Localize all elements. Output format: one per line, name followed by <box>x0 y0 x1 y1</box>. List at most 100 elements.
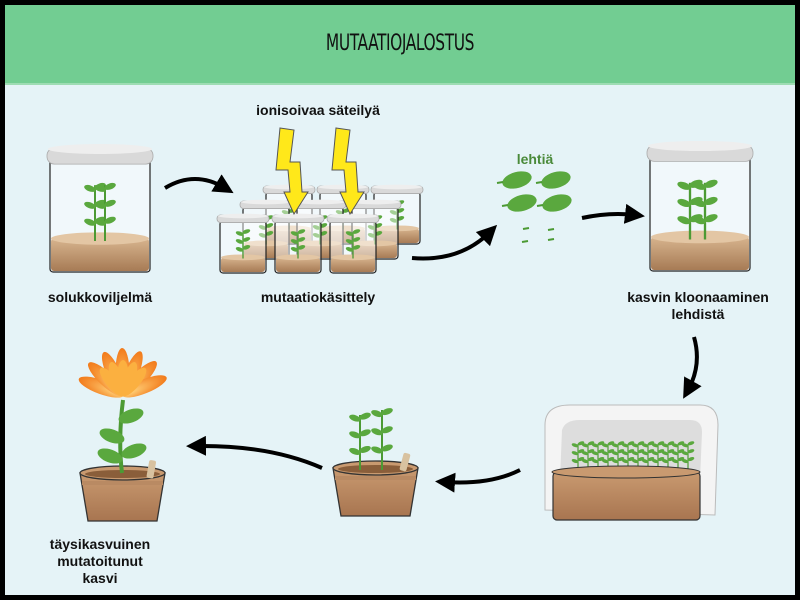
leaf-icon <box>671 459 679 464</box>
leaf-icon <box>371 446 383 454</box>
leaf-icon <box>692 198 706 208</box>
leaf-icon <box>312 225 321 230</box>
leaf-icon <box>591 459 599 464</box>
leaf-icon <box>601 451 609 456</box>
leaf-icon <box>389 210 398 215</box>
leaf-icon <box>631 443 639 448</box>
label-mature-line1: täysikasvuinen <box>49 536 151 552</box>
leaf-icon <box>611 459 619 464</box>
leaf-icon <box>290 247 299 252</box>
leaf-icon <box>235 231 244 236</box>
leaf-icon <box>641 459 649 464</box>
arrow-greenhouse-to-pot <box>435 468 521 493</box>
leaf-icon <box>297 229 306 234</box>
lightning-icon <box>275 127 309 216</box>
leaf-icon <box>687 457 695 462</box>
leaf-icon <box>631 451 639 456</box>
leaf-icon <box>581 443 589 448</box>
leaf-piece-icon <box>547 228 555 231</box>
leaf-icon <box>281 210 290 215</box>
leaf-icon <box>641 443 649 448</box>
leaf-icon <box>345 247 354 252</box>
plant-label-stick <box>399 452 411 472</box>
header-banner: MUTAATIOJALOSTUS <box>5 5 795 85</box>
leaf-icon <box>349 447 361 455</box>
label-leaves: lehtiä <box>516 151 554 167</box>
label-cloning-line1: kasvin kloonaaminen <box>627 289 769 305</box>
leaf-icon <box>611 451 619 456</box>
leaf-icon <box>681 459 689 464</box>
leaf-icon <box>265 223 274 228</box>
diagram-frame: MUTAATIOJALOSTUS solukkovilje <box>5 5 795 595</box>
leaf-icon <box>99 428 125 444</box>
leaf-icon <box>242 237 251 242</box>
label-cloning: kasvin kloonaaminen lehdistä <box>610 289 786 323</box>
leaf-icon <box>118 408 144 424</box>
leaf-icon <box>571 459 579 464</box>
leaf-icon <box>389 218 398 223</box>
leaf-icon <box>367 225 376 230</box>
leaf-icon <box>84 218 96 226</box>
page-title: MUTAATIOJALOSTUS <box>325 31 475 56</box>
illustration <box>46 127 754 522</box>
leaf-icon <box>571 443 579 448</box>
leaf-icon <box>359 429 371 437</box>
arrow-pot-to-mature <box>186 435 323 470</box>
leaf-icon <box>651 459 659 464</box>
leaf-icon <box>591 443 599 448</box>
leaf-icon <box>104 216 116 224</box>
leaf-icon <box>242 229 251 234</box>
arrow-culture-to-treatment <box>163 174 234 194</box>
leaf-icon <box>621 459 629 464</box>
clone-jar <box>646 140 754 272</box>
label-mature-plant: täysikasvuinen mutatoitunut kasvi <box>25 536 175 587</box>
leaf-icon <box>345 231 354 236</box>
leaf-icon <box>687 441 695 446</box>
leaf-piece-icon <box>522 227 530 230</box>
leaf-icon <box>367 233 376 238</box>
leaf-icon <box>335 210 344 215</box>
leaf-icon <box>631 459 639 464</box>
leaf-icon <box>677 198 691 208</box>
lightning-icon <box>331 127 365 216</box>
label-radiation: ionisoivaa säteilyä <box>256 102 380 118</box>
greenhouse-cover <box>544 404 719 521</box>
leaves-group <box>496 171 572 243</box>
leaf-icon <box>258 225 267 230</box>
leaf-icon <box>651 443 659 448</box>
treatment-jar <box>326 213 380 274</box>
label-cloning-line2: lehdistä <box>671 306 725 322</box>
label-mutation-treatment: mutaatiokäsittely <box>260 289 376 305</box>
leaf-icon <box>692 181 706 190</box>
arrow-clone-to-greenhouse <box>683 336 702 399</box>
leaf-icon <box>265 231 274 236</box>
label-mature-line2: mutatoitunut <box>57 553 143 569</box>
plant-label-stick <box>146 460 156 479</box>
leaf-icon <box>507 194 537 212</box>
leaf-icon <box>84 184 96 192</box>
seedling-icon <box>661 441 675 470</box>
label-mature-line3: kasvi <box>82 570 118 586</box>
leaf-icon <box>312 233 321 238</box>
leaf-icon <box>349 431 361 439</box>
seedling-icon <box>349 412 371 470</box>
leaf-icon <box>371 428 383 436</box>
leaf-icon <box>104 199 116 207</box>
leaf-icon <box>94 201 106 209</box>
leaf-icon <box>671 451 679 456</box>
leaf-icon <box>381 426 393 434</box>
tray-pot <box>552 471 701 521</box>
leaf-icon <box>661 443 669 448</box>
leaf-icon <box>681 443 689 448</box>
leaf-icon <box>242 245 251 250</box>
leaf-icon <box>704 179 718 188</box>
leaf-icon <box>601 459 609 464</box>
leaf-icon <box>541 171 571 189</box>
seedling-icon <box>345 229 361 259</box>
leaf-icon <box>621 443 629 448</box>
leaf-icon <box>94 184 106 192</box>
seedling-icon <box>581 441 595 470</box>
leaf-icon <box>571 451 579 456</box>
leaf-icon <box>677 216 691 225</box>
leaf-icon <box>621 451 629 456</box>
